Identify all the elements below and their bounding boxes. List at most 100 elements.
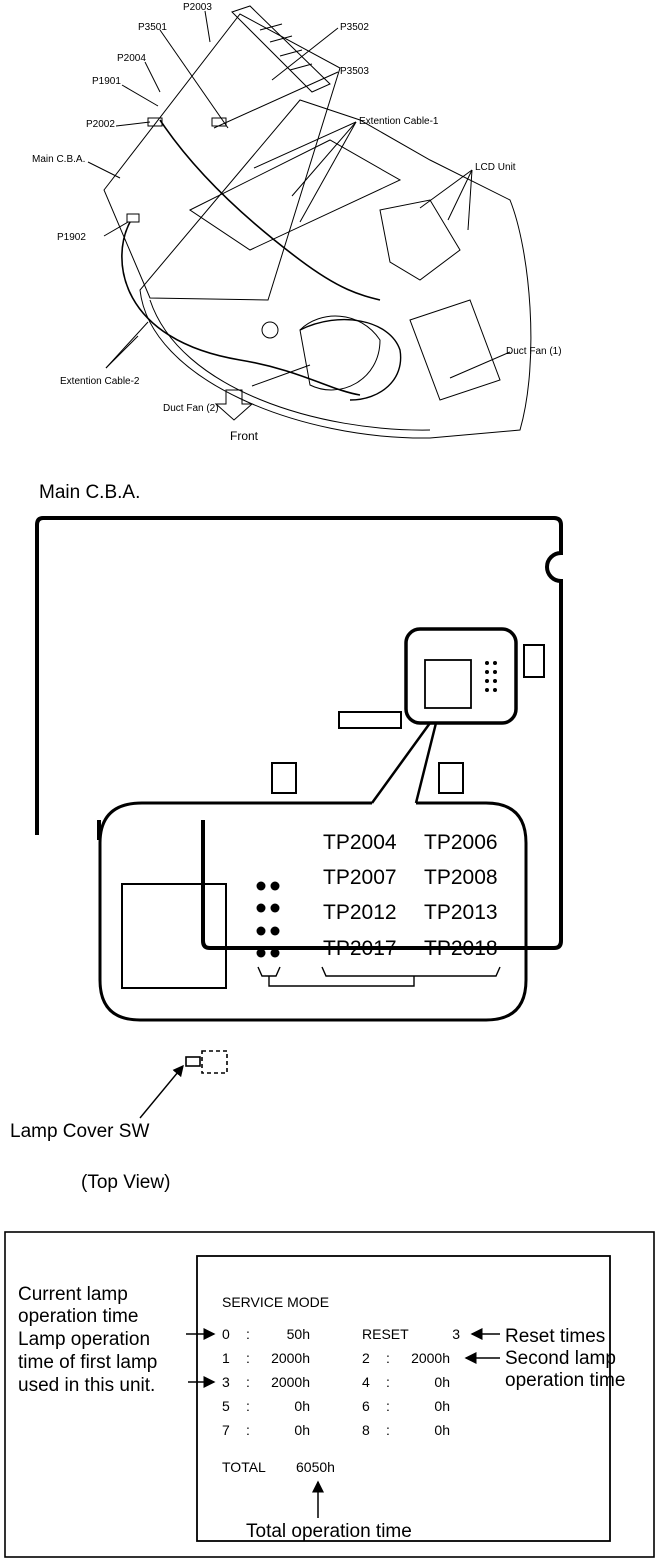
annotation-second-lamp-2: operation time xyxy=(505,1370,625,1391)
label-duct-fan-2: Duct Fan (2) xyxy=(163,403,219,414)
total-value: 6050h xyxy=(296,1459,335,1475)
annotation-arrows xyxy=(186,1328,500,1518)
service-mode-rows: 0 : 50h RESET 3 1 : 2000h 2 : 2000h 3 : … xyxy=(222,1326,460,1438)
row-colon: : xyxy=(246,1398,250,1414)
annotation-second-lamp-1: Second lamp xyxy=(505,1348,616,1369)
cable-front-loop xyxy=(299,318,402,401)
row-right-index: 2 xyxy=(362,1350,370,1366)
label-lcd-unit: LCD Unit xyxy=(475,162,516,173)
cable-bundle-2 xyxy=(121,221,361,396)
rear-panel xyxy=(231,5,331,93)
row-colon: : xyxy=(386,1350,390,1366)
mount-boss xyxy=(261,321,279,339)
chassis xyxy=(139,99,532,439)
duct-fan-2-shape xyxy=(299,315,381,391)
tp-label: TP2004 xyxy=(323,831,397,854)
annotation-current-lamp-1: Current lamp xyxy=(18,1284,128,1305)
board-title: Main C.B.A. xyxy=(39,482,140,503)
row-colon: : xyxy=(386,1422,390,1438)
annotation-first-lamp-3: used in this unit. xyxy=(18,1375,155,1396)
front-arrow-icon xyxy=(214,389,254,421)
tp-label: TP2008 xyxy=(424,866,498,889)
row-colon: : xyxy=(386,1398,390,1414)
rear-panel-ribs xyxy=(259,23,313,71)
row-left-value: 0h xyxy=(294,1422,310,1438)
exploded-view xyxy=(87,5,532,439)
row-left-value: 50h xyxy=(287,1326,310,1342)
row-right-value: 0h xyxy=(434,1398,450,1414)
label-duct-fan-1: Duct Fan (1) xyxy=(506,346,562,357)
callout-connector xyxy=(370,722,438,804)
cable-bundle-1 xyxy=(159,119,381,301)
main-board-plate xyxy=(103,13,341,301)
annotation-current-lamp-2: operation time xyxy=(18,1306,138,1327)
board-top-tab-right xyxy=(438,762,464,794)
row-left-value: 2000h xyxy=(271,1374,310,1390)
detail-source-pins xyxy=(485,661,497,692)
label-front: Front xyxy=(230,429,259,443)
row-colon: : xyxy=(246,1326,250,1342)
row-right-value: 0h xyxy=(434,1422,450,1438)
detail-source-box xyxy=(404,627,518,725)
lamp-cover-sw-outline xyxy=(201,1050,228,1074)
tp-label: TP2017 xyxy=(323,937,397,960)
outer-frame xyxy=(4,1231,655,1558)
row-colon: : xyxy=(246,1422,250,1438)
label-p1901: P1901 xyxy=(92,76,121,87)
label-p2003: P2003 xyxy=(183,2,212,13)
row-right-index: RESET xyxy=(362,1326,409,1342)
row-left-value: 0h xyxy=(294,1398,310,1414)
tp-label: TP2006 xyxy=(424,831,498,854)
label-p3503: P3503 xyxy=(340,66,369,77)
row-right-value: 2000h xyxy=(411,1350,450,1366)
duct-fan-1-shape xyxy=(409,299,501,401)
annotations: Current lamp operation time Lamp operati… xyxy=(18,1284,625,1542)
annotation-total-operation: Total operation time xyxy=(246,1521,412,1542)
row-left-index: 3 xyxy=(222,1374,230,1390)
row-right-index: 8 xyxy=(362,1422,370,1438)
chassis-inner-wall xyxy=(189,139,402,251)
annotation-reset-times: Reset times xyxy=(505,1326,605,1347)
row-right-value: 3 xyxy=(452,1326,460,1342)
total-label: TOTAL xyxy=(222,1459,266,1475)
row-right-index: 6 xyxy=(362,1398,370,1414)
board-view: Main C.B.A. TP2004 TP2006 T xyxy=(10,482,563,1193)
label-p3501: P3501 xyxy=(138,22,167,33)
callout-pins xyxy=(256,881,280,958)
label-p2002: P2002 xyxy=(86,119,115,130)
top-view-caption: (Top View) xyxy=(81,1172,170,1193)
callout-chip xyxy=(121,883,227,989)
lcd-unit-shape xyxy=(379,199,461,281)
board-side-part xyxy=(523,644,545,678)
board-top-tab-left xyxy=(271,762,297,794)
row-right-index: 4 xyxy=(362,1374,370,1390)
row-left-index: 5 xyxy=(222,1398,230,1414)
lamp-cover-sw-label: Lamp Cover SW xyxy=(10,1121,149,1142)
row-colon: : xyxy=(386,1374,390,1390)
tp-label: TP2018 xyxy=(424,937,498,960)
lamp-cover-sw-pointer xyxy=(139,1064,184,1119)
row-colon: : xyxy=(246,1350,250,1366)
annotation-first-lamp-2: time of first lamp xyxy=(18,1352,157,1373)
screen-frame xyxy=(196,1255,611,1542)
callout-box xyxy=(98,801,528,1022)
tp-label: TP2007 xyxy=(323,866,397,889)
row-left-index: 0 xyxy=(222,1326,230,1342)
annotation-first-lamp-1: Lamp operation xyxy=(18,1329,150,1350)
label-main-cba: Main C.B.A. xyxy=(32,154,85,165)
row-left-value: 2000h xyxy=(271,1350,310,1366)
label-p3502: P3502 xyxy=(340,22,369,33)
detail-source-chip xyxy=(424,659,472,709)
row-colon: : xyxy=(246,1374,250,1390)
service-mode-title: SERVICE MODE xyxy=(222,1294,329,1310)
tp-label: TP2012 xyxy=(323,901,397,924)
label-p2004: P2004 xyxy=(117,53,146,64)
label-extention-cable-1: Extention Cable-1 xyxy=(359,116,439,127)
chassis-front-lip xyxy=(149,299,431,431)
row-right-value: 0h xyxy=(434,1374,450,1390)
pins-bracket xyxy=(257,966,415,987)
row-left-index: 1 xyxy=(222,1350,230,1366)
tp-label: TP2013 xyxy=(424,901,498,924)
tp-bracket xyxy=(321,966,501,977)
